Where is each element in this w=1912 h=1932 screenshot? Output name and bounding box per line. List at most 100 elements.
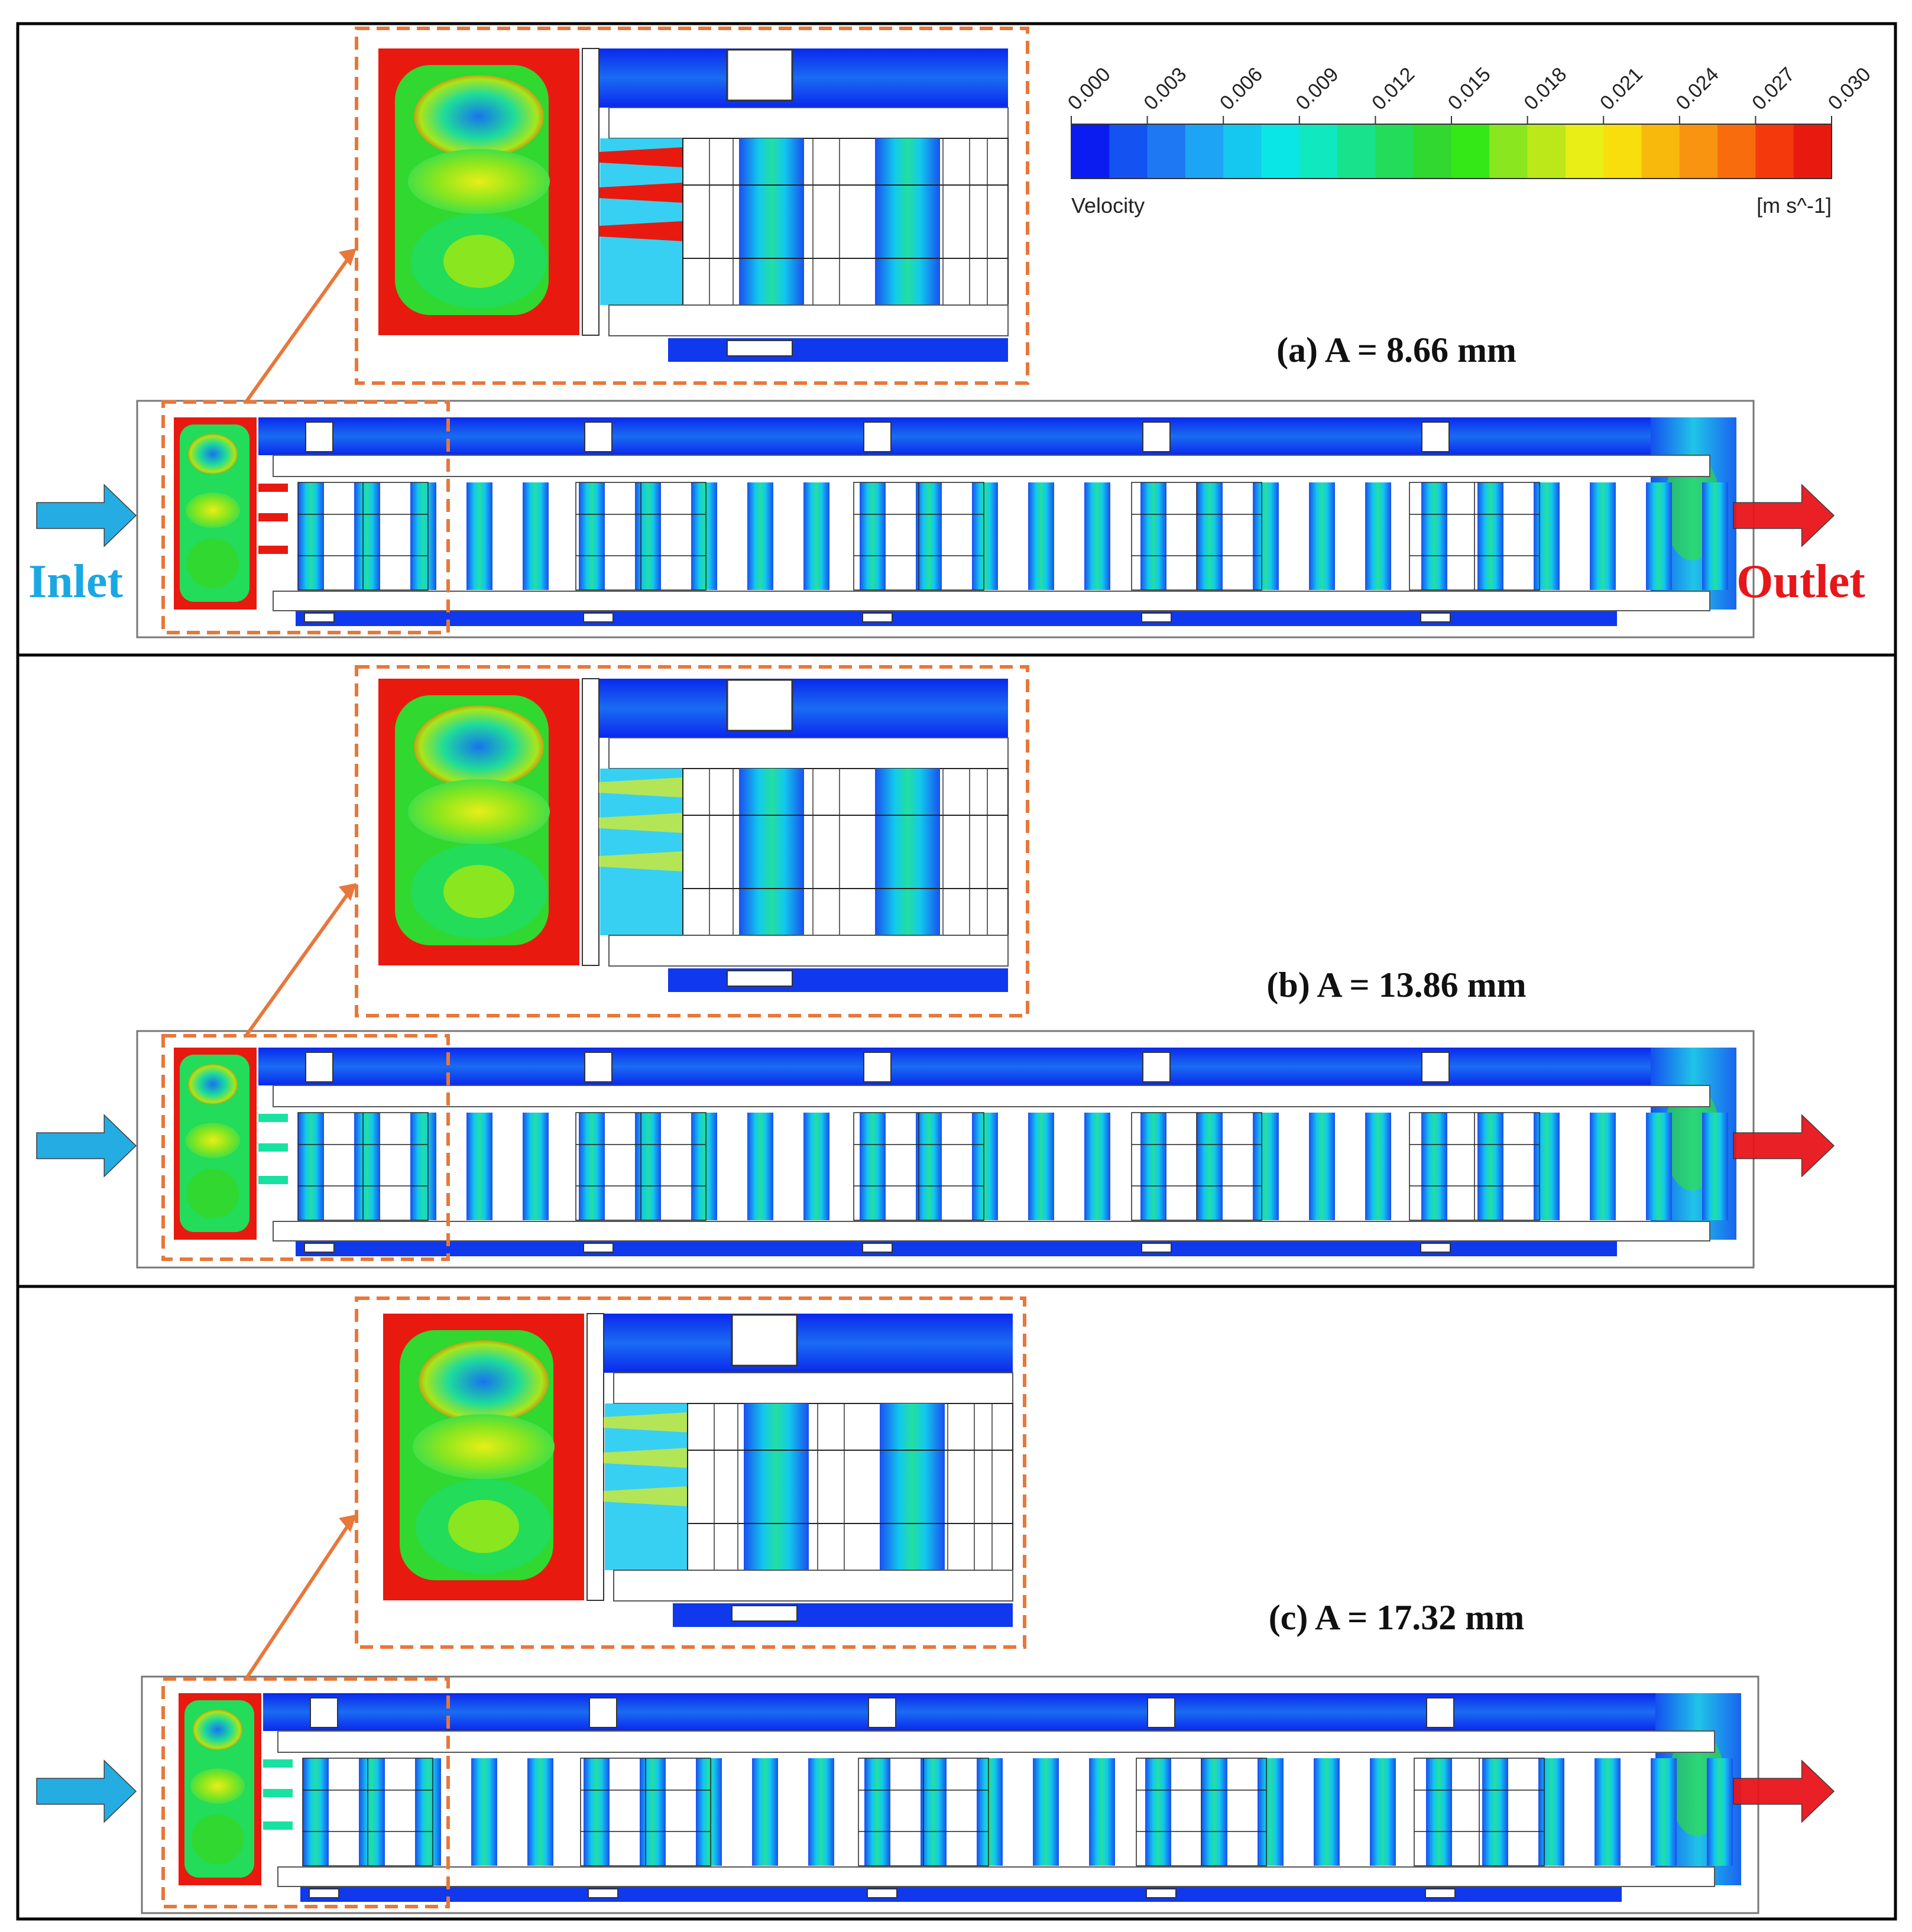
cell-column: [803, 1113, 829, 1220]
support-block: [309, 1888, 339, 1898]
cell-column: [1590, 1113, 1616, 1220]
cell-column: [1421, 482, 1447, 590]
zoom-support-block: [731, 1314, 798, 1367]
zoom-cell-column: [880, 1403, 945, 1570]
cell-column: [579, 1113, 605, 1220]
zoom-source-box: [161, 1034, 450, 1261]
vortex-middle: [186, 492, 240, 528]
distribution-jet: [258, 1114, 288, 1122]
callout-connector: [244, 1517, 355, 1680]
cell-column: [1365, 1113, 1391, 1220]
colorbar-swatch: [1147, 124, 1186, 179]
zoom-support-block: [726, 48, 793, 102]
cell-column: [1309, 482, 1335, 590]
support-block: [1141, 612, 1172, 623]
zoom-top-channel: [590, 1314, 1013, 1373]
support-block: [583, 612, 614, 623]
zoom-callout-box: [355, 1296, 1026, 1649]
colorbar-tick-label: 0.000: [1064, 63, 1115, 115]
zoom-top-channel: [585, 679, 1008, 738]
vortex-bottom: [192, 1814, 244, 1864]
cell-column: [1258, 1758, 1284, 1866]
bottom-flow-channel: [296, 611, 1617, 626]
colorbar-swatch: [1413, 124, 1452, 179]
zoom-mesh-region: [682, 768, 1009, 936]
colorbar-swatch: [1261, 124, 1300, 179]
zoom-jet: [599, 221, 683, 241]
support-block: [1147, 1697, 1175, 1728]
cell-column: [691, 482, 717, 590]
colorbar-swatch: [1489, 124, 1528, 179]
mesh-grid: [1409, 482, 1540, 591]
cell-column: [303, 1758, 329, 1866]
cell-column: [1477, 482, 1503, 590]
zoom-vortex-bottom-core: [443, 235, 514, 288]
cell-column: [972, 482, 998, 590]
cell-column: [359, 1758, 385, 1866]
cell-column: [354, 1113, 380, 1220]
colorbar-swatch: [1641, 124, 1680, 179]
cell-column: [1421, 1113, 1447, 1220]
cell-column: [466, 482, 492, 590]
cell-column: [410, 1113, 436, 1220]
lower-plate: [277, 1866, 1715, 1887]
zoom-lower-plate: [608, 304, 1009, 336]
top-flow-channel: [263, 1693, 1732, 1731]
cell-column: [527, 1758, 553, 1866]
zoom-jet: [599, 183, 683, 203]
colorbar-tick-label: 0.012: [1367, 63, 1419, 115]
mesh-grid: [1409, 1112, 1540, 1221]
zoom-lower-plate: [608, 935, 1009, 967]
support-block: [584, 422, 613, 452]
cell-column: [579, 482, 605, 590]
zoom-support-block: [726, 679, 793, 732]
cell-column: [860, 1113, 886, 1220]
zoom-jet: [604, 1448, 688, 1468]
cell-column: [1201, 1758, 1227, 1866]
zoom-vortex-top: [414, 75, 544, 158]
cell-column: [1370, 1758, 1396, 1866]
support-block: [1420, 612, 1451, 623]
cell-column: [635, 482, 661, 590]
support-block: [1426, 1697, 1454, 1728]
zoom-mesh-region: [687, 1403, 1013, 1571]
support-block: [1421, 422, 1450, 452]
cell-array: [298, 1113, 1728, 1220]
cell-column: [523, 482, 549, 590]
zoom-jet: [599, 777, 683, 798]
cell-column: [921, 1758, 947, 1866]
zoom-top-channel: [585, 48, 1008, 108]
mesh-grid: [575, 482, 707, 591]
support-block: [305, 422, 333, 452]
support-block: [304, 1243, 335, 1253]
zoom-cell-column: [744, 1403, 809, 1570]
lower-plate: [273, 1221, 1710, 1241]
support-block: [1425, 1888, 1456, 1898]
cell-column: [298, 482, 324, 590]
support-block: [304, 612, 335, 623]
cell-column: [584, 1758, 610, 1866]
cell-column: [1314, 1758, 1340, 1866]
colorbar-swatch: [1109, 124, 1148, 179]
upper-plate: [273, 1085, 1710, 1107]
zoom-jet: [604, 1486, 688, 1506]
cell-column: [691, 1113, 717, 1220]
cell-column: [1309, 1113, 1335, 1220]
figure-frame: [16, 22, 1897, 1921]
outlet-arrow: [1733, 1114, 1835, 1178]
support-block: [862, 1243, 893, 1253]
mesh-grid: [1131, 482, 1262, 591]
colorbar-swatch: [1185, 124, 1224, 179]
mesh-grid: [853, 1112, 984, 1221]
distribution-jet: [258, 1143, 288, 1152]
cell-column: [1651, 1758, 1677, 1866]
distribution-jet: [258, 484, 288, 492]
cell-column: [1702, 1113, 1728, 1220]
cell-column: [640, 1758, 666, 1866]
outlet-arrow: [1733, 1759, 1835, 1823]
mesh-grid: [297, 1112, 429, 1221]
support-block: [868, 1697, 896, 1728]
vortex-top: [193, 1710, 242, 1750]
zoom-jet: [599, 851, 683, 871]
